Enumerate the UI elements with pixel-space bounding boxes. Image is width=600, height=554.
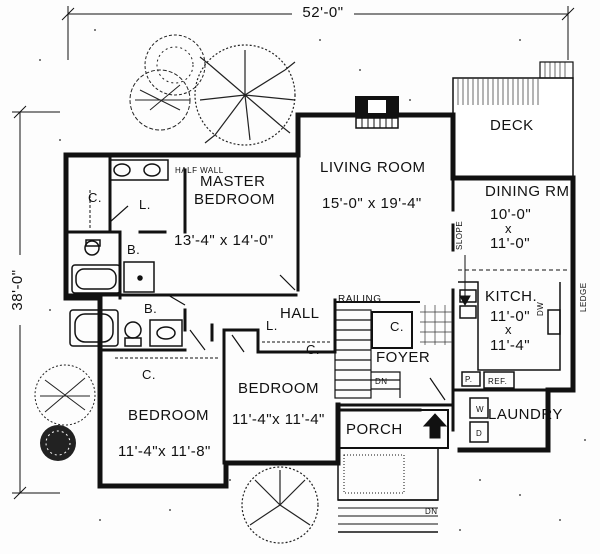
tree-left bbox=[34, 364, 96, 426]
kitchen-size-x: x bbox=[505, 322, 512, 337]
stipple bbox=[29, 29, 586, 531]
porch bbox=[337, 409, 449, 533]
kitchen-size-depth: 11'-4" bbox=[490, 337, 530, 354]
porch-down-label: DN bbox=[425, 507, 438, 516]
tree-top-center bbox=[194, 44, 296, 146]
interior-walls bbox=[67, 153, 550, 465]
living-room-label: LIVING ROOM bbox=[320, 159, 426, 176]
bedroom2-label: BEDROOM bbox=[238, 380, 319, 397]
porch-label: PORCH bbox=[346, 421, 403, 438]
railing-label: RAILING bbox=[338, 294, 382, 305]
dining-size-depth: 11'-0" bbox=[490, 235, 530, 252]
half-wall-label: HALF WALL bbox=[175, 166, 224, 175]
bedroom3-size: 11'-4"x 11'-8" bbox=[118, 443, 211, 460]
master-bath-label: B. bbox=[127, 242, 140, 257]
bedroom2-size: 11'-4"x 11'-4" bbox=[232, 411, 325, 428]
bedroom3-closet-label: C. bbox=[142, 367, 156, 382]
refrigerator-label: REF. bbox=[488, 377, 507, 386]
kitchen-label: KITCH. bbox=[485, 288, 537, 305]
closet-lines bbox=[115, 341, 332, 359]
washer-label: W bbox=[476, 405, 484, 414]
master-bath-fixtures bbox=[71, 159, 169, 294]
fireplace bbox=[355, 96, 399, 129]
overall-depth-label: 38'-0" bbox=[9, 269, 26, 310]
tree-top-left bbox=[129, 34, 206, 131]
slope-label: SLOPE bbox=[455, 221, 464, 250]
master-bedroom-label-1: MASTER bbox=[200, 173, 266, 190]
dining-room-label: DINING RM. bbox=[485, 183, 574, 200]
deck-label: DECK bbox=[490, 117, 534, 134]
overall-width-label: 52'-0" bbox=[302, 4, 343, 21]
hall-linen-label: L. bbox=[266, 318, 278, 333]
laundry-appliances bbox=[469, 397, 489, 443]
tree-bottom bbox=[241, 466, 319, 544]
hall-closet-label: C. bbox=[306, 342, 320, 357]
pantry-label: P. bbox=[465, 375, 473, 384]
shrub-left bbox=[40, 425, 76, 461]
hall-bath-fixtures bbox=[69, 309, 183, 347]
deck bbox=[452, 61, 574, 179]
master-linen-label: L. bbox=[139, 197, 151, 212]
hall-bath-label: B. bbox=[144, 301, 157, 316]
laundry-label: LAUNDRY bbox=[488, 406, 563, 423]
ledge-label: LEDGE bbox=[579, 282, 588, 312]
hall-label: HALL bbox=[280, 305, 320, 322]
master-closet-label: C. bbox=[88, 190, 102, 205]
kitchen-grid bbox=[420, 305, 452, 345]
foyer-closet bbox=[371, 311, 413, 349]
kitchen-counters bbox=[458, 281, 561, 389]
dishwasher-label: DW bbox=[536, 302, 545, 316]
slope-arrow bbox=[459, 255, 471, 307]
stair-down-label: DN bbox=[375, 377, 388, 386]
dryer-label: D bbox=[476, 429, 482, 438]
staircase bbox=[334, 309, 401, 399]
bedroom3-label: BEDROOM bbox=[128, 407, 209, 424]
dining-size-x: x bbox=[505, 221, 512, 236]
dining-size-width: 10'-0" bbox=[490, 206, 531, 223]
master-bedroom-label-2: BEDROOM bbox=[194, 191, 275, 208]
foyer-closet-label: C. bbox=[390, 319, 404, 334]
kitchen-size-width: 11'-0" bbox=[490, 308, 530, 325]
foyer-label: FOYER bbox=[376, 349, 430, 366]
door-swings bbox=[109, 205, 446, 401]
living-room-size: 15'-0" x 19'-4" bbox=[322, 195, 422, 212]
master-bedroom-size: 13'-4" x 14'-0" bbox=[174, 232, 274, 249]
